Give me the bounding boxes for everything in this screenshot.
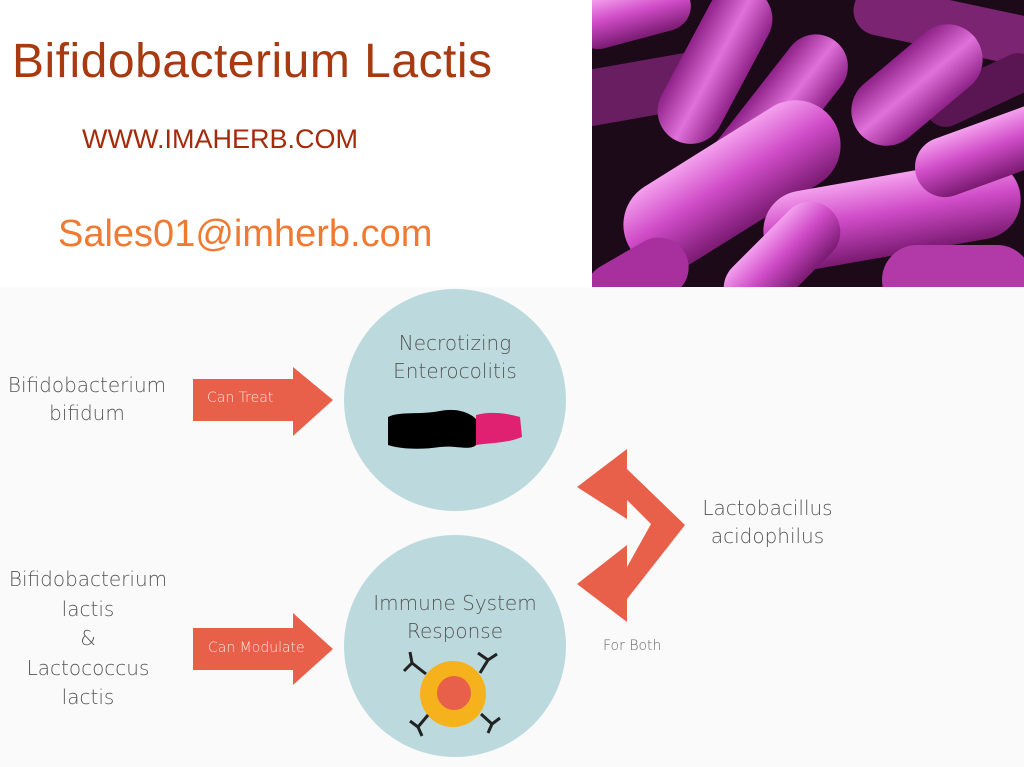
source-bottom-line: lactis	[61, 596, 115, 621]
website-link[interactable]: WWW.IMAHERB.COM	[82, 124, 358, 154]
right-source-line: acidophilus	[710, 524, 825, 549]
circle-bottom-label: Immune System Response	[345, 589, 565, 646]
source-bottom-line: Lactococcus	[26, 655, 150, 680]
bacterium-icon	[388, 409, 522, 449]
arrow-top	[193, 367, 333, 436]
arrow-bottom	[193, 613, 333, 685]
bacteria-photo	[592, 0, 1024, 315]
circle-top-line: Enterocolitis	[393, 359, 517, 384]
email-link[interactable]: Sales01@imherb.com	[58, 213, 433, 255]
source-top-line: bifidum	[49, 401, 125, 426]
right-source-line: Lactobacillus	[702, 496, 833, 520]
source-bottom-line: Bifidobacterium	[8, 567, 168, 591]
circle-bottom	[344, 535, 566, 757]
circle-bottom-line: Response	[406, 619, 504, 644]
page-title: Bifidobacterium Lactis	[12, 35, 493, 88]
circle-top-label: Necrotizing Enterocolitis	[345, 329, 565, 386]
circle-bottom-line: Immune System	[373, 591, 537, 615]
circle-top-line: Necrotizing	[398, 331, 512, 355]
diagram-panel: Bifidobacterium bifidum Can Treat Necrot…	[0, 287, 1024, 767]
source-top-label: Bifidobacterium bifidum	[0, 371, 174, 428]
source-bottom-label: Bifidobacterium lactis & Lactococcus lac…	[0, 565, 176, 713]
arrow-top-label: Can Treat	[207, 390, 274, 406]
immune-cell-icon	[402, 651, 501, 737]
right-source-label: Lactobacillus acidophilus	[690, 494, 845, 551]
source-top-line: Bifidobacterium	[7, 373, 167, 397]
chevron-label: For Both	[603, 638, 662, 654]
source-bottom-line: &	[80, 626, 96, 651]
source-bottom-line: lactis	[61, 685, 115, 710]
circle-top	[344, 289, 566, 511]
chevron-arrow	[577, 449, 685, 622]
diagram-graphics	[193, 289, 685, 757]
arrow-bottom-label: Can Modulate	[208, 640, 305, 656]
